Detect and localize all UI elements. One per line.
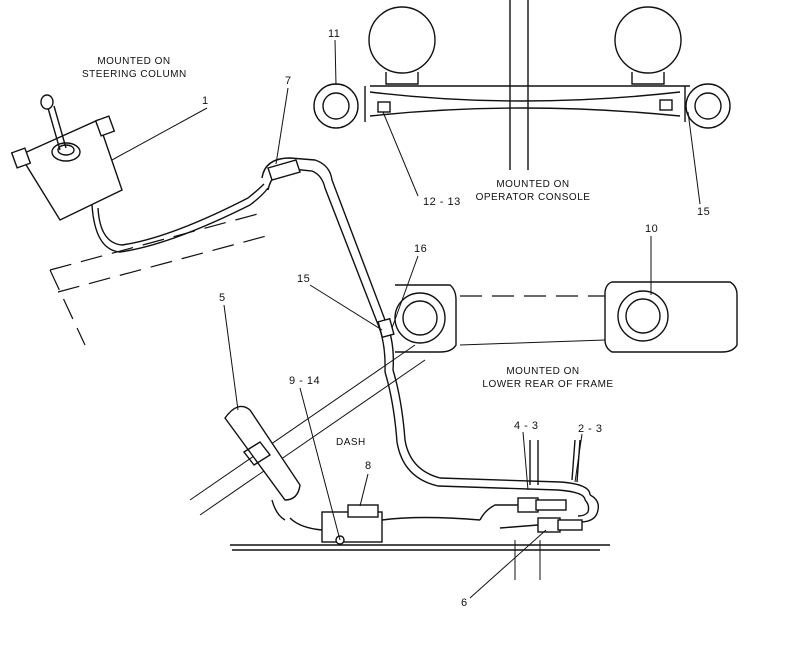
- callout-2-3: 2 - 3: [578, 423, 603, 435]
- lever-cylinder: [224, 405, 301, 521]
- rear-frame-lamps: [394, 281, 738, 353]
- main-harness: [261, 157, 600, 523]
- steering-column-switch: [10, 94, 271, 346]
- callout-9-14: 9 - 14: [289, 375, 321, 387]
- callout-8: 8: [365, 460, 372, 472]
- label-console-line2: OPERATOR CONSOLE: [475, 192, 591, 203]
- label-steering-line1: MOUNTED ON: [97, 56, 171, 67]
- callout-15-top: 15: [697, 206, 711, 218]
- callout-16: 16: [414, 243, 428, 255]
- callout-11: 11: [328, 28, 341, 40]
- callout-4-3: 4 - 3: [514, 420, 539, 432]
- callout-6: 6: [461, 597, 468, 609]
- leader-lines: [111, 39, 701, 599]
- callout-10: 10: [645, 223, 659, 235]
- callout-7: 7: [285, 75, 292, 87]
- label-frame-line1: MOUNTED ON: [506, 366, 580, 377]
- callout-15-mid: 15: [297, 273, 311, 285]
- callout-12-13: 12 - 13: [423, 196, 461, 208]
- label-dash: DASH: [336, 437, 366, 448]
- label-frame-line2: LOWER REAR OF FRAME: [482, 379, 614, 390]
- callout-1: 1: [202, 95, 209, 107]
- operator-console: [313, 0, 731, 170]
- connectors: [479, 439, 583, 580]
- label-console-line1: MOUNTED ON: [496, 179, 570, 190]
- callout-5: 5: [219, 292, 226, 304]
- label-steering-line2: STEERING COLUMN: [82, 69, 187, 80]
